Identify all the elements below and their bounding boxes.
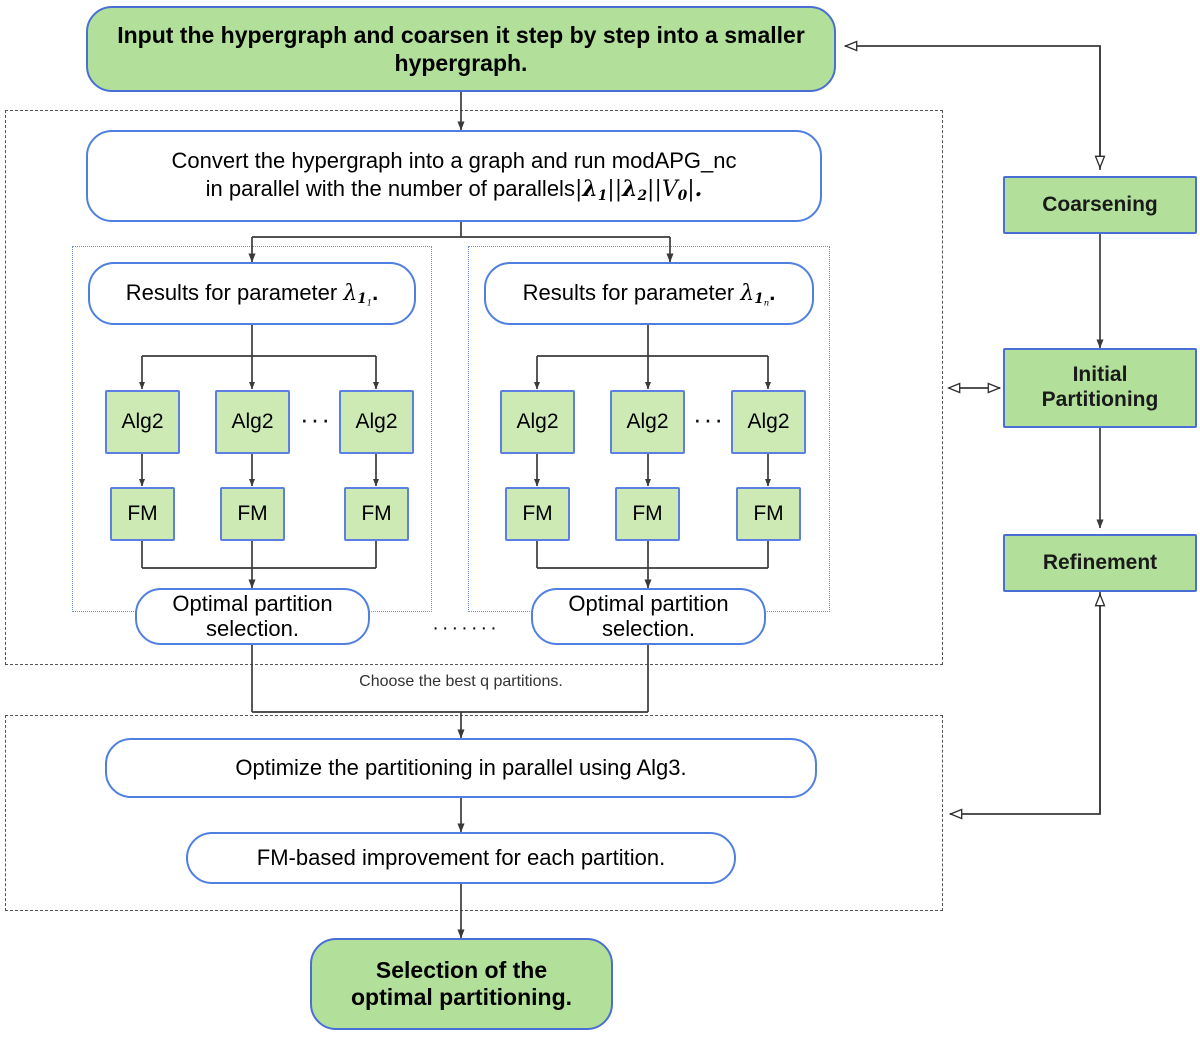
fm-box-right-1[interactable]: FM — [505, 487, 570, 541]
final-selection-line-1: Selection of the — [375, 956, 548, 983]
alg2-box-left-1[interactable]: Alg2 — [105, 390, 180, 454]
ellipsis-right-alg2: ··· — [693, 404, 725, 434]
dashed-container-initial-partitioning — [5, 110, 943, 665]
optimal-selection-line-1: Optimal partition — [568, 590, 729, 616]
alg2-label: Alg2 — [355, 410, 398, 433]
phase-coarsening-box[interactable]: Coarsening — [1003, 176, 1197, 234]
optimal-selection-line-2: selection. — [602, 615, 695, 641]
results-parameter-right-box[interactable]: Results for parameter λ1n. — [484, 262, 814, 325]
ellipsis-between-groups: ······· — [432, 617, 500, 639]
fm-label: FM — [522, 502, 553, 525]
fm-label: FM — [361, 502, 392, 525]
fm-box-right-2[interactable]: FM — [615, 487, 680, 541]
choose-best-partitions-label: Choose the best q partitions. — [359, 673, 563, 690]
fm-label: FM — [753, 502, 784, 525]
phase-refinement-box[interactable]: Refinement — [1003, 534, 1197, 592]
alg2-label: Alg2 — [516, 410, 559, 433]
convert-line-2-prefix: in parallel with the number of parallels — [205, 175, 575, 201]
optimize-partitioning-box[interactable]: Optimize the partitioning in parallel us… — [105, 738, 817, 798]
phase-initial-partitioning-box[interactable]: Initial Partitioning — [1003, 348, 1197, 428]
phase-refinement-label: Refinement — [1042, 550, 1158, 574]
alg2-label: Alg2 — [121, 410, 164, 433]
fm-label: FM — [127, 502, 158, 525]
fm-label: FM — [237, 502, 268, 525]
phase-initial-line-1: Initial — [1072, 363, 1128, 387]
optimal-partition-selection-right[interactable]: Optimal partition selection. — [531, 588, 766, 645]
convert-line-1: Convert the hypergraph into a graph and … — [171, 148, 737, 174]
results-parameter-right-label: Results for parameter λ1n. — [522, 279, 776, 308]
optimal-selection-line-2: selection. — [206, 615, 299, 641]
alg2-box-left-3[interactable]: Alg2 — [339, 390, 414, 454]
fm-box-left-3[interactable]: FM — [344, 487, 409, 541]
phase-initial-line-2: Partitioning — [1041, 388, 1159, 411]
convert-line-2: in parallel with the number of parallels… — [206, 175, 703, 205]
results-parameter-left-box[interactable]: Results for parameter λ11. — [88, 262, 416, 325]
optimize-partitioning-label: Optimize the partitioning in parallel us… — [235, 755, 687, 781]
fm-box-left-1[interactable]: FM — [110, 487, 175, 541]
input-hypergraph-box[interactable]: Input the hypergraph and coarsen it step… — [86, 6, 836, 92]
phase-coarsening-label: Coarsening — [1042, 192, 1158, 216]
optimal-partition-selection-left[interactable]: Optimal partition selection. — [135, 588, 370, 645]
fm-improvement-label: FM-based improvement for each partition. — [256, 845, 666, 871]
fm-label: FM — [632, 502, 663, 525]
ellipsis-left-alg2: ··· — [300, 404, 332, 434]
fm-box-left-2[interactable]: FM — [220, 487, 285, 541]
alg2-box-left-2[interactable]: Alg2 — [215, 390, 290, 454]
results-parameter-left-label: Results for parameter λ11. — [125, 279, 379, 308]
alg2-box-right-3[interactable]: Alg2 — [731, 390, 806, 454]
parallel-count-formula: |λ1||λ2||V0|. — [574, 175, 703, 204]
alg2-label: Alg2 — [231, 410, 274, 433]
input-hypergraph-label: Input the hypergraph and coarsen it step… — [117, 21, 805, 76]
dashed-container-refinement — [5, 715, 943, 911]
alg2-label: Alg2 — [747, 410, 790, 433]
fm-box-right-3[interactable]: FM — [736, 487, 801, 541]
alg2-label: Alg2 — [626, 410, 669, 433]
final-selection-line-2: optimal partitioning. — [350, 984, 573, 1010]
convert-hypergraph-box[interactable]: Convert the hypergraph into a graph and … — [86, 130, 822, 222]
alg2-box-right-1[interactable]: Alg2 — [500, 390, 575, 454]
optimal-selection-line-1: Optimal partition — [172, 590, 333, 616]
final-selection-box[interactable]: Selection of the optimal partitioning. — [310, 938, 613, 1030]
fm-improvement-box[interactable]: FM-based improvement for each partition. — [186, 832, 736, 884]
alg2-box-right-2[interactable]: Alg2 — [610, 390, 685, 454]
